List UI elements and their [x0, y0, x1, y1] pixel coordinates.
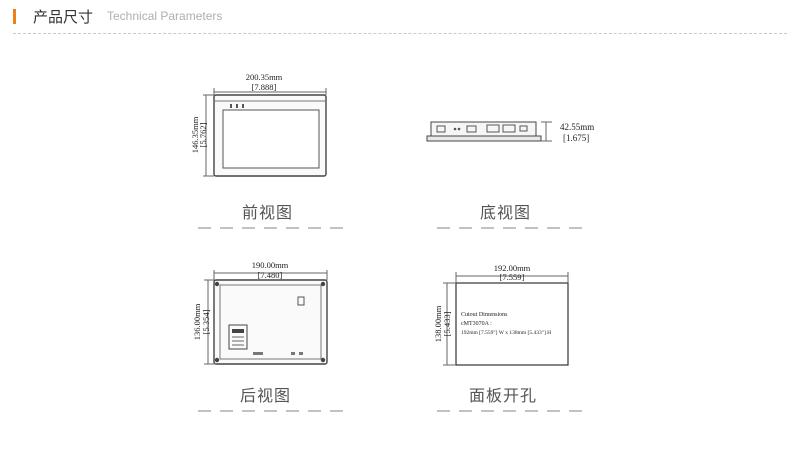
- rear-view-caption: 后视图: [240, 386, 292, 405]
- cutout-note-title: Cutout Dimensions: [461, 312, 508, 318]
- rear-caption-underline: [198, 410, 348, 412]
- bottom-caption-underline: [437, 227, 587, 229]
- front-width-mm: 200.35mm: [246, 72, 283, 82]
- rear-width-mm: 190.00mm: [252, 260, 289, 270]
- front-height-in: [5.762]: [198, 122, 208, 147]
- cutout-width-in: [7.559]: [500, 272, 525, 282]
- rear-height-in: [5.354]: [201, 309, 211, 334]
- front-indicator-icons: [230, 104, 244, 108]
- cutout-note-size: 192mm [7.559"] W x 138mm [5.433"] H: [461, 330, 551, 336]
- bottom-view-drawing: [426, 121, 552, 142]
- cutout-height-mm: 138.00mm: [433, 305, 443, 342]
- cutout-width-mm: 192.00mm: [494, 263, 531, 273]
- front-height-mm: 146.35mm: [190, 116, 200, 153]
- front-caption-underline: [198, 227, 348, 229]
- front-view-caption: 前视图: [242, 203, 294, 222]
- cutout-caption-underline: [437, 410, 587, 412]
- cutout-caption: 面板开孔: [469, 386, 538, 405]
- cutout-drawing: [443, 272, 569, 366]
- cutout-height-in: [5.433]: [442, 311, 452, 336]
- bottom-depth-mm: 42.55mm: [560, 122, 594, 132]
- rear-height-mm: 136.00mm: [192, 303, 202, 340]
- rear-view-drawing: [204, 270, 328, 365]
- front-view-drawing: [203, 88, 327, 177]
- front-width-in: [7.888]: [252, 82, 277, 92]
- bottom-depth-in: [1.675]: [563, 133, 589, 143]
- section-title: 产品尺寸: [33, 8, 94, 26]
- header-divider: [13, 33, 787, 34]
- rear-width-in: [7.480]: [258, 270, 283, 280]
- section-subtitle: Technical Parameters: [107, 9, 223, 23]
- header-accent-bar: [13, 9, 16, 24]
- bottom-view-caption: 底视图: [480, 203, 532, 222]
- cutout-note-model: cMT3070A :: [461, 321, 492, 327]
